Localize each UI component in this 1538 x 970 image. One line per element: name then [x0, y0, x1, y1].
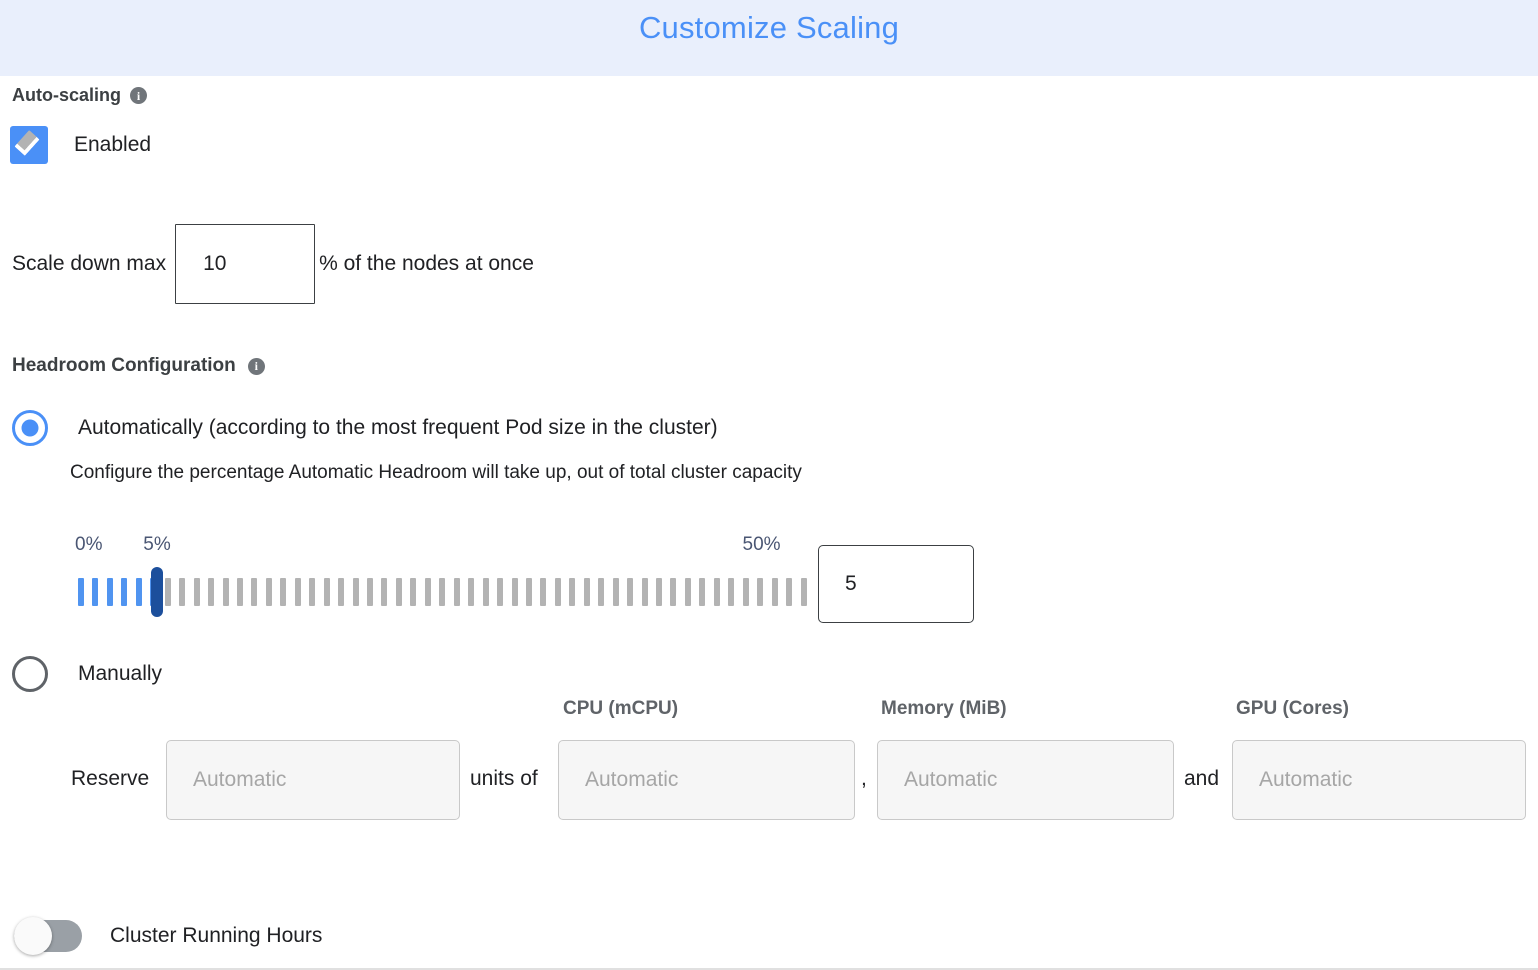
- slider-tick[interactable]: [179, 578, 186, 606]
- slider-tick[interactable]: [439, 578, 446, 606]
- cluster-running-hours-label: Cluster Running Hours: [110, 924, 323, 947]
- slider-tick[interactable]: [540, 578, 547, 606]
- slider-tick[interactable]: [453, 578, 460, 606]
- slider-tick[interactable]: [583, 578, 590, 606]
- slider-tick[interactable]: [800, 578, 807, 606]
- slider-tick[interactable]: [757, 578, 764, 606]
- slider-tick[interactable]: [92, 578, 99, 606]
- slider-tick[interactable]: [352, 578, 359, 606]
- slider-tick[interactable]: [569, 578, 576, 606]
- and-label: and: [1184, 767, 1220, 790]
- slider-tick[interactable]: [294, 578, 301, 606]
- units-of-label: units of: [470, 767, 538, 790]
- auto-scaling-enabled-row[interactable]: Enabled: [10, 126, 151, 164]
- headroom-configuration-section: Headroom Configuration i: [12, 355, 265, 377]
- slider-min-label: 0%: [75, 534, 103, 555]
- page-title: Customize Scaling: [638, 10, 900, 45]
- scale-down-max-label: Scale down max: [12, 252, 167, 275]
- info-icon[interactable]: i: [130, 87, 148, 104]
- slider-current-label: 5%: [143, 534, 171, 555]
- headroom-option-manually[interactable]: Manually: [12, 656, 162, 692]
- slider-tick[interactable]: [280, 578, 287, 606]
- comma-separator: ,: [861, 767, 867, 790]
- slider-tick[interactable]: [395, 578, 402, 606]
- slider-tick[interactable]: [728, 578, 735, 606]
- reserve-label: Reserve: [71, 767, 150, 790]
- headroom-percentage-slider[interactable]: 0% 5% 50%: [75, 534, 808, 634]
- slider-tick[interactable]: [410, 578, 417, 606]
- slider-max-label: 50%: [742, 534, 781, 555]
- slider-tick[interactable]: [468, 578, 475, 606]
- headroom-option-automatic[interactable]: Automatically (according to the most fre…: [12, 410, 718, 446]
- scale-down-max-row: Scale down max % of the nodes at once: [12, 224, 534, 304]
- enabled-label: Enabled: [74, 133, 152, 156]
- column-header-gpu: GPU (Cores): [1236, 698, 1349, 719]
- radio-automatic[interactable]: [12, 410, 48, 446]
- cluster-running-hours-row[interactable]: Cluster Running Hours: [14, 917, 323, 955]
- slider-track[interactable]: [78, 567, 808, 617]
- auto-scaling-section: Auto-scaling i: [12, 85, 148, 106]
- slider-tick[interactable]: [627, 578, 634, 606]
- scale-down-max-input[interactable]: [175, 224, 316, 304]
- toggle-knob: [14, 917, 52, 955]
- slider-tick[interactable]: [121, 578, 128, 606]
- reserve-units-input[interactable]: [166, 740, 460, 820]
- headroom-configuration-label: Headroom Configuration: [12, 355, 236, 376]
- slider-tick[interactable]: [193, 578, 200, 606]
- reserve-cpu-input[interactable]: [558, 740, 855, 820]
- column-header-memory: Memory (MiB): [881, 698, 1007, 719]
- slider-tick[interactable]: [497, 578, 504, 606]
- slider-tick[interactable]: [482, 578, 489, 606]
- reserve-memory-input[interactable]: [877, 740, 1174, 820]
- slider-tick[interactable]: [742, 578, 749, 606]
- slider-tick[interactable]: [612, 578, 619, 606]
- slider-tick[interactable]: [222, 578, 229, 606]
- slider-tick[interactable]: [525, 578, 532, 606]
- slider-tick[interactable]: [208, 578, 215, 606]
- slider-tick[interactable]: [381, 578, 388, 606]
- slider-tick[interactable]: [251, 578, 258, 606]
- slider-tick[interactable]: [684, 578, 691, 606]
- slider-tick[interactable]: [323, 578, 330, 606]
- reserve-column-headers: CPU (mCPU) Memory (MiB) GPU (Cores): [0, 698, 1538, 724]
- headroom-percentage-input[interactable]: [818, 545, 974, 623]
- cluster-running-hours-toggle[interactable]: [14, 917, 82, 955]
- slider-tick[interactable]: [424, 578, 431, 606]
- slider-tick[interactable]: [164, 578, 171, 606]
- reserve-inputs-row: Reserve units of , and: [0, 740, 1538, 820]
- scale-down-max-suffix: % of the nodes at once: [319, 252, 534, 275]
- column-header-cpu: CPU (mCPU): [563, 698, 679, 719]
- slider-tick[interactable]: [656, 578, 662, 606]
- radio-automatic-label: Automatically (according to the most fre…: [78, 416, 718, 439]
- auto-scaling-label: Auto-scaling: [12, 85, 122, 105]
- slider-tick[interactable]: [670, 578, 677, 606]
- slider-tick-labels: 0% 5% 50%: [75, 534, 808, 564]
- slider-tick[interactable]: [641, 578, 648, 606]
- slider-tick[interactable]: [511, 578, 518, 606]
- slider-tick[interactable]: [771, 578, 778, 606]
- slider-tick[interactable]: [309, 578, 316, 606]
- slider-tick[interactable]: [598, 578, 605, 606]
- slider-tick[interactable]: [78, 578, 84, 606]
- slider-tick[interactable]: [265, 578, 272, 606]
- slider-tick[interactable]: [554, 578, 561, 606]
- bottom-divider: [0, 968, 1538, 970]
- slider-tick[interactable]: [338, 578, 345, 606]
- radio-manually[interactable]: [12, 656, 48, 692]
- dialog-header: Customize Scaling: [0, 0, 1538, 76]
- radio-manually-label: Manually: [78, 662, 163, 685]
- enabled-checkbox[interactable]: [10, 126, 48, 164]
- info-icon[interactable]: i: [247, 357, 265, 375]
- slider-thumb[interactable]: [151, 567, 164, 617]
- check-icon: [14, 130, 40, 156]
- slider-tick[interactable]: [106, 578, 113, 606]
- slider-tick[interactable]: [699, 578, 706, 606]
- headroom-automatic-help-text: Configure the percentage Automatic Headr…: [70, 462, 802, 483]
- slider-tick[interactable]: [367, 578, 373, 606]
- slider-tick[interactable]: [713, 578, 720, 606]
- reserve-gpu-input[interactable]: [1232, 740, 1526, 820]
- slider-tick[interactable]: [786, 578, 793, 606]
- slider-tick[interactable]: [135, 578, 142, 606]
- slider-tick[interactable]: [236, 578, 243, 606]
